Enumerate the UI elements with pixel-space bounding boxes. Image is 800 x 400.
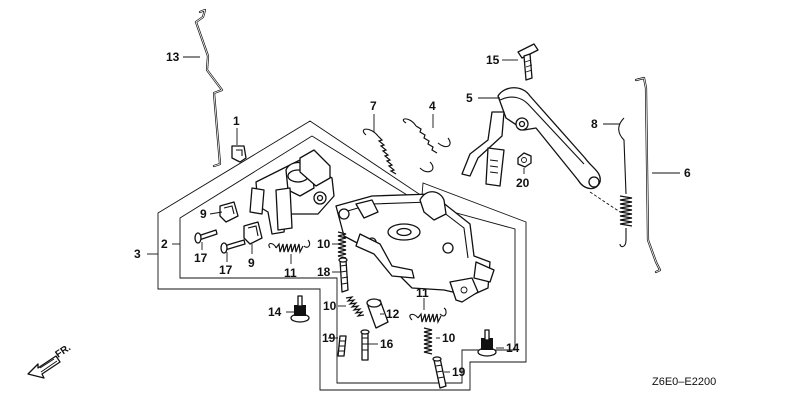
control-plate: [335, 191, 495, 303]
lever-bolt-part: [517, 43, 539, 81]
clip-part-upper: [219, 201, 239, 223]
callout-19-lower: 19: [452, 365, 466, 379]
control-lever-part: [461, 87, 601, 190]
collar-part: [366, 298, 389, 329]
choke-rod-part: [634, 76, 662, 274]
connection-line: [589, 191, 621, 213]
adjust-screw-part: [338, 257, 349, 293]
group-outline-2: [179, 135, 516, 384]
callout-19-upper: 19: [322, 331, 336, 345]
callout-4: 4: [429, 99, 436, 113]
adjust-spring-part-middle: [345, 296, 365, 317]
callout-20: 20: [516, 176, 530, 190]
callout-6: 6: [684, 166, 691, 180]
callout-5: 5: [466, 91, 473, 105]
callout-1: 1: [233, 114, 240, 128]
callout-8: 8: [591, 117, 598, 131]
callout-2: 2: [161, 237, 168, 251]
long-screw-part-lower: [432, 356, 447, 389]
callout-9-lower: 9: [248, 256, 255, 270]
callout-11-upper: 11: [284, 266, 297, 280]
governor-spring-part: [362, 128, 434, 175]
callout-12: 12: [386, 307, 400, 321]
small-spring-part-upper: [268, 239, 311, 255]
callout-7: 7: [370, 99, 377, 113]
callout-17-lower: 17: [219, 263, 233, 277]
callout-16: 16: [380, 337, 394, 351]
callout-13: 13: [166, 50, 180, 64]
callout-9-upper: 9: [200, 207, 207, 221]
callout-15: 15: [486, 53, 500, 67]
flange-bolt-part-right: [477, 329, 497, 357]
clip-part-lower: [243, 221, 263, 245]
group-outline-3: [157, 120, 527, 391]
adjust-spring-part-upper: [337, 231, 347, 259]
choke-spring-part: [618, 117, 633, 248]
callout-17-upper: 17: [194, 251, 208, 265]
callout-18: 18: [317, 265, 331, 279]
callout-10-upper: 10: [317, 237, 331, 251]
governor-arm-bracket: [249, 149, 335, 235]
lever-nut-part: [517, 152, 532, 168]
return-spring-part: [402, 118, 451, 154]
callout-10-middle: 10: [323, 299, 337, 313]
adjust-spring-part-lower: [423, 327, 433, 355]
governor-rod-part: [194, 8, 224, 168]
screw-part-lower: [220, 239, 246, 254]
clip-part: [231, 145, 247, 163]
callout-3: 3: [134, 247, 141, 261]
callout-14-left: 14: [268, 305, 282, 319]
leader-lines: [147, 56, 680, 373]
callout-11-lower: 11: [416, 286, 429, 300]
front-arrow-icon: [27, 355, 61, 379]
small-spring-part-lower: [409, 307, 447, 325]
screw-part-16: [360, 329, 370, 361]
screw-part-upper: [194, 229, 218, 244]
flange-bolt-part-left: [290, 295, 310, 323]
long-screw-part-upper: [337, 335, 347, 357]
callout-14-right: 14: [506, 341, 520, 355]
callout-10-lower: 10: [442, 331, 456, 345]
diagram-code: Z6E0–E2200: [652, 376, 716, 388]
